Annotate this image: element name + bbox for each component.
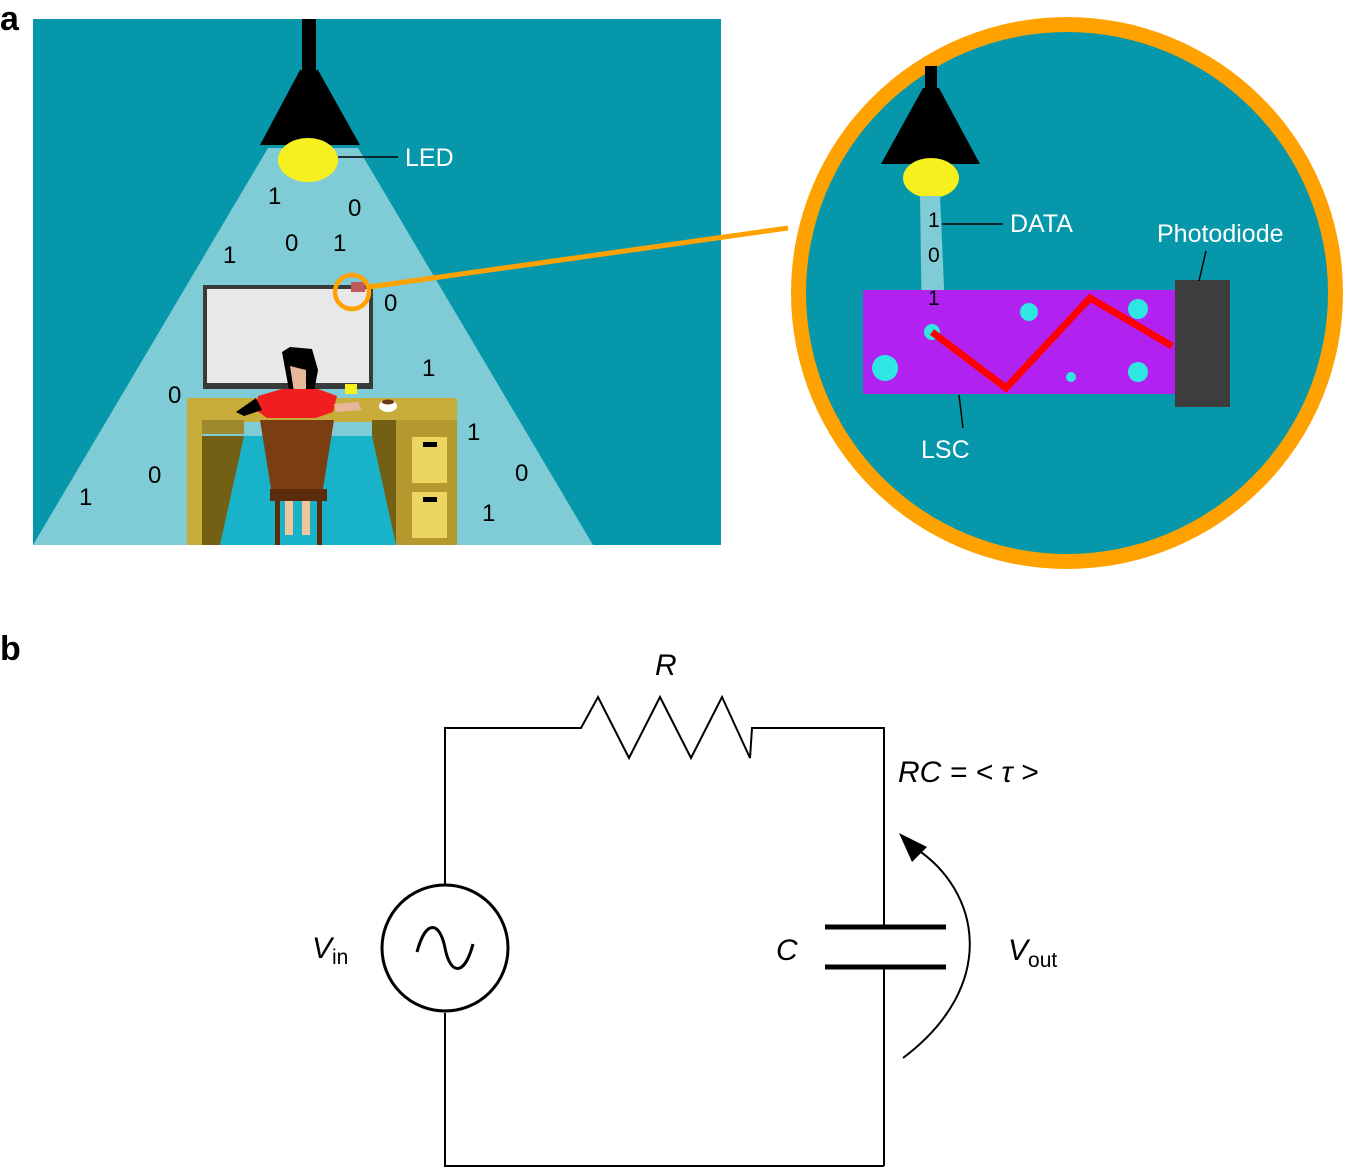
person-neck [290,366,306,392]
data-bit: 1 [223,242,236,269]
data-label: DATA [1010,210,1073,238]
data-bit: 0 [285,230,298,257]
lsc-particle [1020,303,1038,321]
magnifier-ring-small [332,272,372,312]
data-bit: 1 [482,500,495,527]
coffee [382,399,394,405]
data-bit: 1 [422,355,435,382]
led-bulb [278,138,338,182]
rc-circuit [380,694,971,1167]
vout-arrowhead [899,833,927,862]
capacitor-label: C [776,934,798,967]
lamp-cord [302,19,316,71]
inset-lamp-shade [881,88,980,164]
wire-bottom [444,1013,884,1167]
person-shirt [256,389,337,418]
led-label: LED [405,144,454,172]
chair-seat [270,489,327,501]
lsc-particle [1128,299,1148,319]
lsc-inset: 1 0 1 DATA Photodiode LSC [791,17,1343,569]
data-bit: 0 [168,382,181,409]
inset-lamp-cord [925,66,937,90]
vout-label: Vout [1008,934,1057,972]
light-ray-path [929,293,1174,393]
lsc-particle [1066,372,1076,382]
lamp-shade [260,70,360,145]
chair-leg-right [317,501,322,545]
person-arm-shadow [236,398,262,416]
lsc-label: LSC [921,436,970,464]
drawer-top-handle [423,442,437,447]
data-bit: 1 [268,183,281,210]
inset-led-bulb [903,158,959,198]
drawer-bottom-handle [423,497,437,502]
desk-left-leg [187,420,202,545]
person-leg-left [285,501,293,535]
inset-data-bit: 0 [928,244,940,267]
person-arm [334,402,362,412]
sticky-note [345,384,357,394]
photodiode [1175,280,1230,407]
data-bit: 0 [384,290,397,317]
data-bit: 1 [333,230,346,257]
inset-data-bit: 1 [928,287,940,310]
photodiode-label: Photodiode [1157,220,1284,248]
desk-edge [189,420,244,434]
chair-leg-left [275,501,280,545]
lsc-leader-line [958,394,964,429]
panel-b-letter: b [0,630,21,668]
sine-wave-icon [415,926,475,970]
inset-data-bit: 1 [928,209,940,232]
data-bit: 0 [348,195,361,222]
chair-back [260,420,334,495]
data-bit: 0 [515,460,528,487]
lsc-sensor [351,282,365,292]
lsc-particle [1128,362,1148,382]
lsc-particle [872,355,898,381]
panel-a-letter: a [0,0,20,38]
data-bit: 1 [467,419,480,446]
office-scene: LED 1 0 [33,19,721,545]
data-bit: 0 [148,462,161,489]
data-bit: 1 [79,484,92,511]
resistor-label: R [655,649,677,682]
time-constant-equation: RC = < τ > [898,756,1038,789]
vin-label: Vin [312,932,348,969]
photodiode-leader-line [1198,250,1207,282]
ac-source [380,883,510,1013]
resistor [444,694,885,884]
vout-arrow [902,847,971,1059]
person-leg-right [302,501,310,535]
magnifier-connector [368,225,789,290]
